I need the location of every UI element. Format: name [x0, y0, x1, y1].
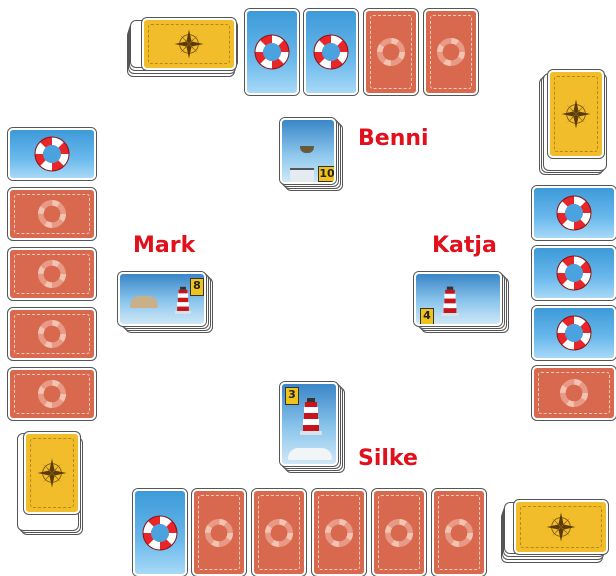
boat-icon: [300, 146, 314, 153]
card-value: 3: [285, 387, 299, 405]
compass-rose-icon: [172, 27, 206, 61]
draw-pile-top-card[interactable]: [142, 18, 236, 70]
bottom-card-1[interactable]: [133, 489, 187, 576]
lighthouse-base-icon: [290, 168, 314, 182]
compass-rose-icon: [544, 510, 578, 544]
faded-lifebuoy-icon: [558, 377, 590, 409]
draw-pile-top-card[interactable]: [548, 70, 604, 158]
lighthouse-icon: [438, 284, 462, 318]
player-name-benni: Benni: [358, 126, 429, 151]
left-draw-pile[interactable]: [16, 432, 88, 536]
card-value: 10: [318, 166, 336, 182]
left-card-4[interactable]: [8, 308, 96, 360]
mark-lighthouse-card[interactable]: 8: [118, 272, 206, 326]
faded-lifebuoy-icon: [375, 36, 407, 68]
top-card-2[interactable]: [304, 9, 358, 95]
faded-lifebuoy-icon: [323, 517, 355, 549]
faded-lifebuoy-icon: [435, 36, 467, 68]
faded-lifebuoy-icon: [383, 517, 415, 549]
card-value: 8: [190, 278, 204, 296]
top-card-1[interactable]: [245, 9, 299, 95]
bottom-card-2[interactable]: [192, 489, 246, 576]
card-value: 4: [420, 308, 434, 326]
right-card-2[interactable]: [532, 246, 616, 300]
left-card-5[interactable]: [8, 368, 96, 420]
compass-rose-icon: [559, 97, 593, 131]
draw-pile-top-card[interactable]: [24, 432, 80, 514]
lifebuoy-icon: [252, 32, 292, 72]
player-name-katja: Katja: [432, 233, 497, 258]
faded-lifebuoy-icon: [36, 198, 68, 230]
top-card-4[interactable]: [424, 9, 478, 95]
faded-lifebuoy-icon: [36, 318, 68, 350]
bottom-draw-pile[interactable]: [502, 500, 612, 564]
lifebuoy-icon: [554, 253, 594, 293]
player-name-silke: Silke: [358, 446, 418, 471]
island-icon: [130, 296, 158, 308]
silke-lighthouse-card[interactable]: 3: [280, 382, 338, 466]
right-draw-pile[interactable]: [540, 70, 612, 176]
bottom-card-5[interactable]: [372, 489, 426, 576]
right-card-3[interactable]: [532, 306, 616, 360]
faded-lifebuoy-icon: [36, 378, 68, 410]
right-card-4[interactable]: [532, 366, 616, 420]
bottom-card-6[interactable]: [432, 489, 486, 576]
mark-played-stack: 8: [118, 272, 214, 334]
top-draw-pile[interactable]: [128, 18, 238, 76]
right-card-1[interactable]: [532, 186, 616, 240]
faded-lifebuoy-icon: [263, 517, 295, 549]
lifebuoy-icon: [554, 193, 594, 233]
top-card-3[interactable]: [364, 9, 418, 95]
lifebuoy-icon: [554, 313, 594, 353]
bottom-card-4[interactable]: [312, 489, 366, 576]
silke-played-stack: 3: [280, 382, 346, 474]
lifebuoy-icon: [32, 134, 72, 174]
lifebuoy-icon: [311, 32, 351, 72]
benni-lighthouse-card[interactable]: 10: [280, 118, 336, 184]
lighthouse-icon: [296, 394, 326, 438]
left-card-1[interactable]: [8, 128, 96, 180]
left-card-2[interactable]: [8, 188, 96, 240]
compass-rose-icon: [35, 456, 69, 490]
island-icon: [288, 448, 332, 460]
katja-lighthouse-card[interactable]: 4: [414, 272, 502, 326]
draw-pile-top-card[interactable]: [514, 500, 608, 554]
benni-played-stack: 10: [280, 118, 344, 190]
faded-lifebuoy-icon: [443, 517, 475, 549]
bottom-card-3[interactable]: [252, 489, 306, 576]
katja-played-stack: 4: [414, 272, 510, 334]
faded-lifebuoy-icon: [203, 517, 235, 549]
lifebuoy-icon: [140, 513, 180, 553]
left-card-3[interactable]: [8, 248, 96, 300]
faded-lifebuoy-icon: [36, 258, 68, 290]
player-name-mark: Mark: [133, 233, 195, 258]
